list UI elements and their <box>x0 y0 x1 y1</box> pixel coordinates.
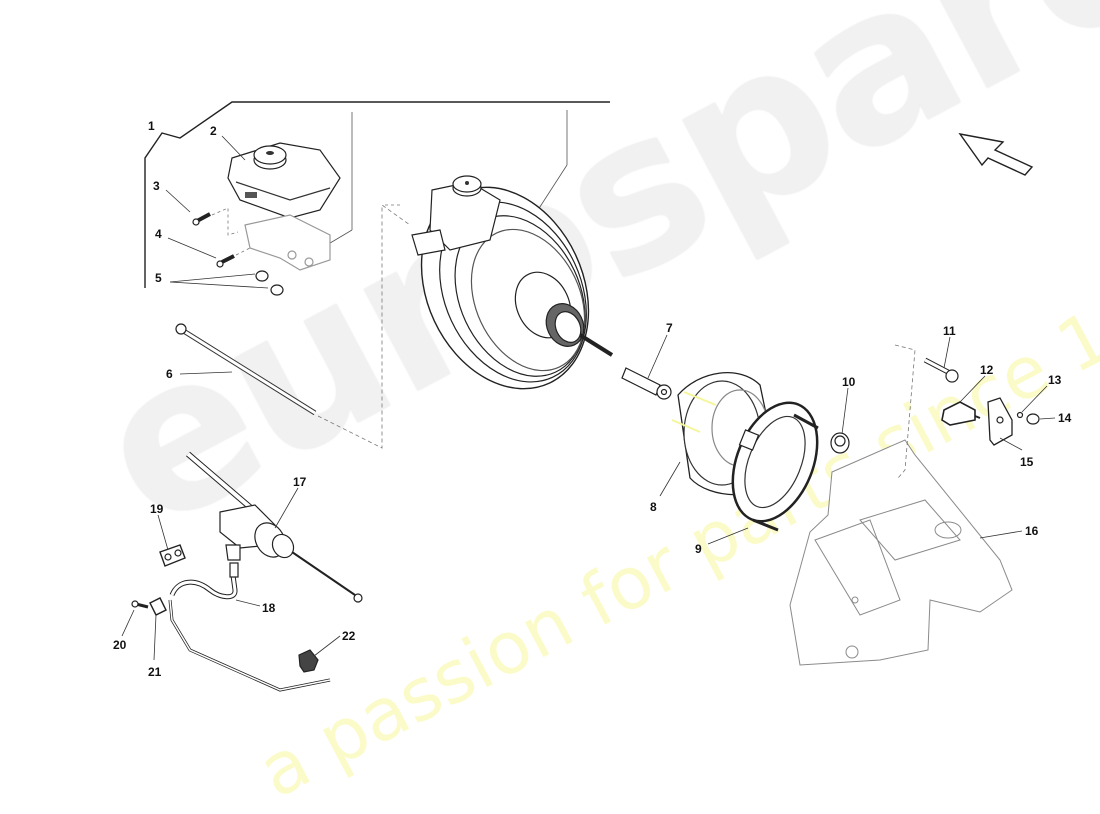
callout-8[interactable]: 8 <box>650 500 657 514</box>
clutch-master-cylinder-icon <box>186 451 363 603</box>
brake-light-switch-icon <box>941 401 981 426</box>
screw-icon <box>131 600 149 609</box>
long-bolt-icon <box>175 204 411 449</box>
callout-21[interactable]: 21 <box>148 665 162 679</box>
callout-11[interactable]: 11 <box>943 324 956 338</box>
assembly-group-bracket <box>144 101 610 288</box>
callout-2[interactable]: 2 <box>210 124 217 138</box>
callout-20[interactable]: 20 <box>113 638 127 652</box>
seal-plate-icon <box>159 544 186 567</box>
callout-14[interactable]: 14 <box>1058 411 1072 425</box>
callout-6[interactable]: 6 <box>166 367 173 381</box>
pedal-box-bracket-icon <box>789 344 1013 666</box>
callout-12[interactable]: 12 <box>980 363 994 377</box>
callout-4[interactable]: 4 <box>155 227 162 241</box>
reservoir-icon <box>227 142 341 219</box>
direction-arrow-icon <box>958 132 1034 176</box>
leader-lines <box>121 135 1056 661</box>
master-cylinder-bracket-icon <box>244 214 331 271</box>
nut-icon <box>830 432 850 454</box>
callout-15[interactable]: 15 <box>1020 455 1034 469</box>
hex-bolt-icon <box>923 357 959 383</box>
callout-17[interactable]: 17 <box>293 475 307 489</box>
callout-18[interactable]: 18 <box>262 601 276 615</box>
callout-9[interactable]: 9 <box>695 542 702 556</box>
switch-bracket-icon <box>987 397 1013 446</box>
brake-booster-icon <box>382 175 614 390</box>
washer-icon <box>1016 411 1024 419</box>
bolt-3-icon <box>192 207 239 236</box>
bolt-4-icon <box>216 247 251 268</box>
grommet-icon <box>255 270 284 296</box>
pushrod-clevis-icon <box>621 367 672 400</box>
callout-19[interactable]: 19 <box>150 502 164 516</box>
callout-22[interactable]: 22 <box>342 629 356 643</box>
mounting-flange-icon <box>731 401 819 532</box>
callout-1[interactable]: 1 <box>148 119 155 133</box>
callout-10[interactable]: 10 <box>842 375 856 389</box>
retaining-clip-icon <box>298 649 319 673</box>
callout-7[interactable]: 7 <box>666 321 673 335</box>
hose-clamp-icon <box>149 597 167 616</box>
callout-5[interactable]: 5 <box>155 271 162 285</box>
clutch-hose-icon <box>168 562 331 692</box>
callout-16[interactable]: 16 <box>1025 524 1039 538</box>
cap-nut-icon <box>1026 413 1040 425</box>
callout-3[interactable]: 3 <box>153 179 160 193</box>
callout-13[interactable]: 13 <box>1048 373 1062 387</box>
